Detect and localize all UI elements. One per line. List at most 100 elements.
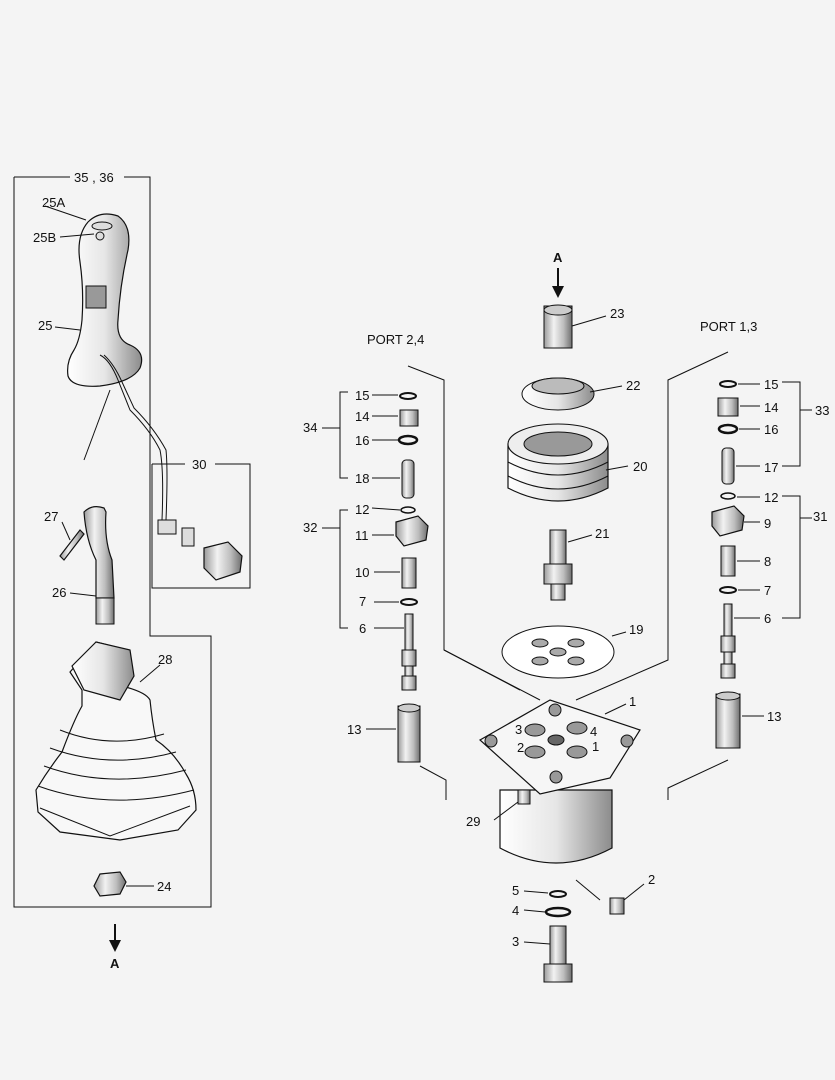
button-25a <box>91 221 113 231</box>
label-35-36: 35 , 36 <box>74 170 114 185</box>
label-6-left: 6 <box>359 621 366 636</box>
label-34: 34 <box>303 420 317 435</box>
spring-8 <box>720 545 736 577</box>
joint-21 <box>549 529 567 567</box>
view-marker-top: A <box>553 250 563 265</box>
label-16-right: 16 <box>764 422 778 437</box>
label-12-right: 12 <box>764 490 778 505</box>
label-6-right: 6 <box>764 611 771 626</box>
label-31: 31 <box>813 509 827 524</box>
push-rod-17 <box>721 447 735 485</box>
plug-29 <box>517 789 531 805</box>
label-18: 18 <box>355 471 369 486</box>
label-24: 24 <box>157 879 171 894</box>
oring-16-right <box>717 423 739 435</box>
bracket-32 <box>339 509 348 629</box>
seal-14-left <box>399 409 419 427</box>
handle-assembly-group: 35 , 36 25A 25B 25 30 27 26 <box>13 170 251 971</box>
oring-4 <box>544 906 572 918</box>
label-5: 5 <box>512 883 519 898</box>
label-13-left: 13 <box>347 722 361 737</box>
casing-lower <box>499 789 613 864</box>
connector-plug <box>203 541 243 581</box>
spring-13-right <box>715 693 741 749</box>
plug-2 <box>609 897 625 915</box>
view-marker-bottom: A <box>110 956 120 971</box>
port-label-4: 4 <box>590 724 597 739</box>
port-1-3-title: PORT 1,3 <box>700 319 757 334</box>
label-27: 27 <box>44 509 58 524</box>
oring-15-right <box>719 380 737 388</box>
washer-12-left <box>400 506 416 514</box>
label-20: 20 <box>633 459 647 474</box>
label-28: 28 <box>158 652 172 667</box>
push-rod-18 <box>401 459 415 499</box>
group-bracket-35-36 <box>13 176 212 908</box>
port-2-4-title: PORT 2,4 <box>367 332 424 347</box>
button-25b <box>95 231 105 241</box>
label-3: 3 <box>512 934 519 949</box>
label-25a: 25A <box>42 195 65 210</box>
label-30: 30 <box>192 457 206 472</box>
label-23: 23 <box>610 306 624 321</box>
label-19: 19 <box>629 622 643 637</box>
nut-24 <box>93 871 127 897</box>
label-12-left: 12 <box>355 502 369 517</box>
label-13-right: 13 <box>767 709 781 724</box>
label-9: 9 <box>764 516 771 531</box>
bracket-34 <box>339 391 348 479</box>
label-33: 33 <box>815 403 829 418</box>
label-14-left: 14 <box>355 409 369 424</box>
port-1-3-stack: PORT 1,3 15 14 16 17 33 12 9 31 8 7 <box>700 319 829 749</box>
label-7-right: 7 <box>764 583 771 598</box>
spring-seat-11 <box>395 515 429 547</box>
group-bracket-30 <box>151 463 251 589</box>
label-15-right: 15 <box>764 377 778 392</box>
lever-thread <box>95 597 115 625</box>
oring-15-left <box>399 392 417 400</box>
valve-body-group: A 23 22 20 21 19 <box>407 250 729 983</box>
oring-5 <box>549 890 567 898</box>
casing-1 <box>478 699 641 795</box>
label-8: 8 <box>764 554 771 569</box>
label-2: 2 <box>648 872 655 887</box>
label-7-left: 7 <box>359 594 366 609</box>
label-21: 21 <box>595 526 609 541</box>
boot-top-frame <box>71 641 135 701</box>
label-25b: 25B <box>33 230 56 245</box>
handle-connector <box>85 285 107 309</box>
washer-7-right <box>719 586 737 594</box>
washer-12-right <box>720 492 736 500</box>
handle-cable <box>99 354 164 521</box>
label-25: 25 <box>38 318 52 333</box>
label-15-left: 15 <box>355 388 369 403</box>
spool-6-left <box>404 613 414 681</box>
label-29: 29 <box>466 814 480 829</box>
label-4: 4 <box>512 903 519 918</box>
washer-7-left <box>400 598 418 606</box>
seal-14-right <box>717 397 739 417</box>
spring-13-left <box>397 705 421 763</box>
plug-3 <box>549 925 567 967</box>
label-11: 11 <box>355 528 369 543</box>
wire-pins <box>181 527 195 547</box>
port-2-4-stack: PORT 2,4 15 14 16 34 18 12 11 32 10 7 <box>303 332 429 763</box>
port-label-2: 2 <box>517 740 524 755</box>
spring-seat-9 <box>711 505 745 537</box>
label-10: 10 <box>355 565 369 580</box>
port-label-3: 3 <box>515 722 522 737</box>
label-22: 22 <box>626 378 640 393</box>
wire-terminals <box>157 519 177 535</box>
bracket-31 <box>782 495 801 619</box>
spring-10 <box>401 557 417 589</box>
lever-26 <box>83 506 115 599</box>
label-14-right: 14 <box>764 400 778 415</box>
label-1: 1 <box>629 694 636 709</box>
label-17: 17 <box>764 460 778 475</box>
label-16-left: 16 <box>355 433 369 448</box>
oring-16-left <box>397 434 419 446</box>
pin-27 <box>59 529 85 561</box>
bracket-33 <box>782 381 801 467</box>
label-32: 32 <box>303 520 317 535</box>
